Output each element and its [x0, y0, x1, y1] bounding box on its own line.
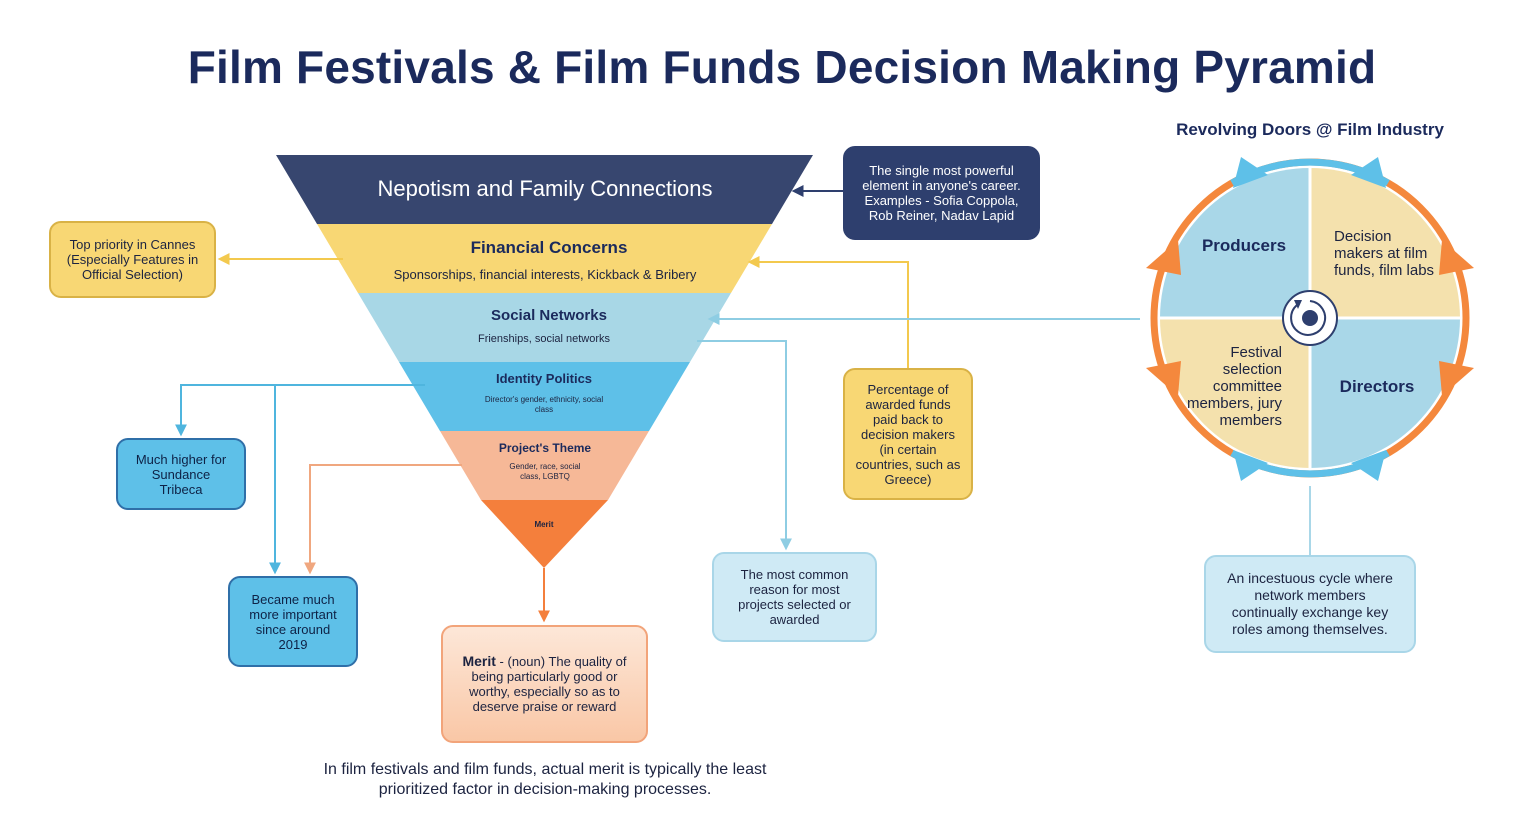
layer-social-label: Social Networks — [491, 307, 607, 324]
connectors — [175, 185, 1311, 623]
sundance-note: Much higher for Sundance Tribeca — [116, 438, 246, 510]
cycle-directors-label: Directors — [1339, 377, 1415, 396]
merit-definition: - (noun) The quality of being particular… — [469, 654, 627, 714]
funds-connector — [747, 256, 909, 368]
layer-identity-detail: Director's gender, ethnicity, social cla… — [484, 395, 604, 414]
layer-social-detail: Frienships, social networks — [477, 333, 611, 345]
merit-term: Merit — [462, 653, 496, 669]
page-title: Film Festivals & Film Funds Decision Mak… — [187, 41, 1377, 93]
cycle-hub-dot — [1302, 310, 1318, 326]
layer-nepotism — [276, 155, 813, 224]
common-reason-note: The most common reason for most projects… — [712, 552, 877, 642]
cycle-arrow-right-top — [1439, 240, 1474, 275]
cycle-producers-label: Producers — [1201, 236, 1287, 255]
cycle-arrow-bottom-right — [1351, 450, 1386, 481]
cycle-arrow-right-bottom — [1439, 361, 1474, 396]
layer-theme — [440, 431, 649, 500]
social-connector — [697, 340, 792, 551]
cannes-note: Top priority in Cannes (Especially Featu… — [49, 221, 216, 298]
cycle-arrow-bottom-left — [1233, 450, 1268, 481]
cycle-title: Revolving Doors @ Film Industry — [1176, 120, 1444, 139]
layer-financial-label: Financial Concerns — [470, 238, 628, 257]
layer-financial-detail: Sponsorships, financial interests, Kickb… — [393, 267, 697, 282]
cycle-arrow-top-left — [1233, 157, 1268, 188]
nepotism-note: The single most powerful element in anyo… — [843, 146, 1040, 240]
identity-left-connector — [175, 384, 425, 437]
layer-merit — [481, 500, 608, 568]
cycle-arrow-left-top — [1146, 240, 1181, 275]
bottom-caption: In film festivals and film funds, actual… — [323, 761, 767, 798]
layer-theme-label: Project's Theme — [498, 441, 592, 455]
funds-note: Percentage of awarded funds paid back to… — [843, 368, 973, 500]
decision-pyramid — [276, 155, 813, 568]
merit-definition-box: Merit - (noun) The quality of being part… — [441, 625, 648, 743]
cycle-arrow-left-bottom — [1146, 361, 1181, 396]
layer-identity — [399, 362, 690, 431]
layer-nepotism-label: Nepotism and Family Connections — [377, 176, 713, 201]
cycle-arrow-top-right — [1351, 157, 1386, 188]
layer-financial — [317, 224, 772, 293]
layer-social — [358, 293, 731, 362]
layer-theme-detail: Gender, race, social class, LGBTQ — [509, 462, 581, 481]
cycle-note: An incestuous cycle where network member… — [1204, 555, 1416, 653]
merit-definition-text: Merit - (noun) The quality of being part… — [461, 653, 628, 715]
layer-merit-label: Merit — [534, 520, 554, 529]
cycle-festival-members-label: Festival selection committee members, ju… — [1186, 344, 1282, 429]
cycle-decision-makers-label: Decision makers at film funds, film labs — [1334, 228, 1435, 279]
layer-identity-label: Identity Politics — [495, 371, 593, 386]
cycle-hub-arrow-icon — [1290, 300, 1327, 336]
since-2019-note: Became much more important since around … — [228, 576, 358, 667]
revolving-doors-cycle — [1146, 157, 1474, 481]
theme-connector — [304, 464, 462, 575]
